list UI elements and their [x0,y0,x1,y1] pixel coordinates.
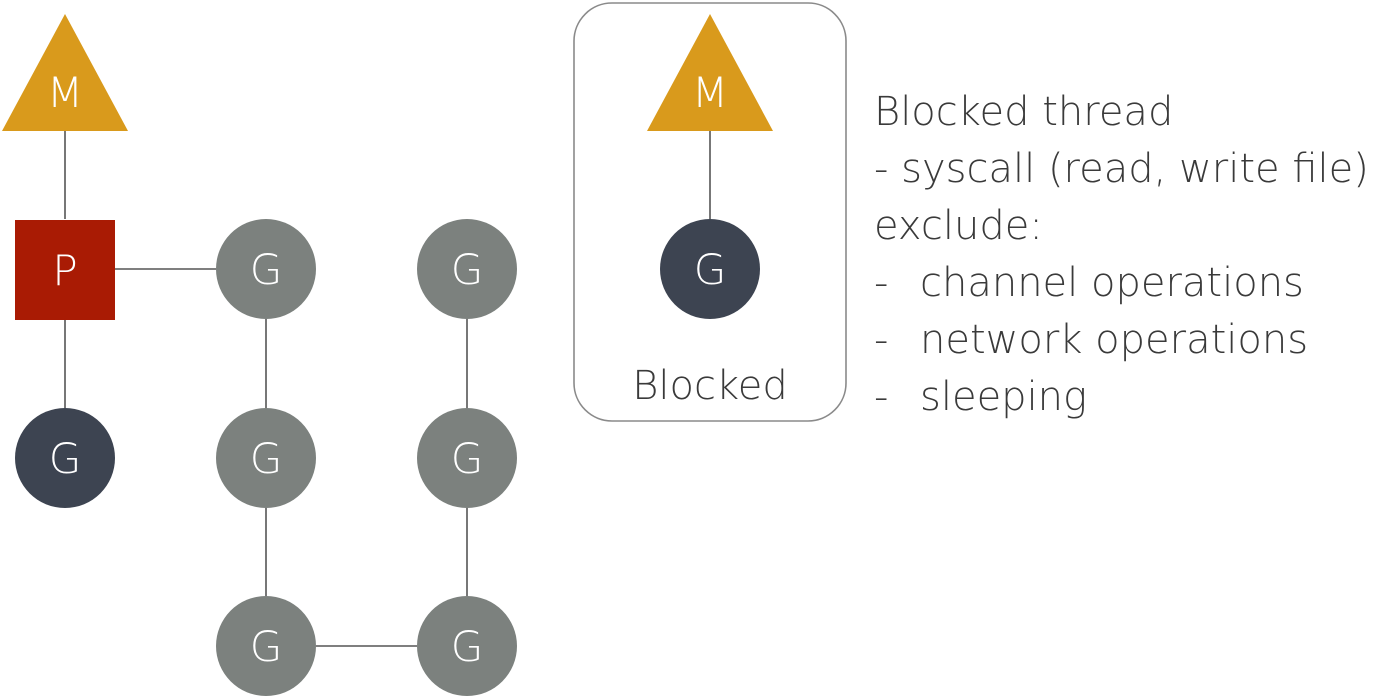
queued-goroutine: G [417,219,517,319]
bullet-dash: - [874,374,889,420]
blocked-goroutine-label: G [694,245,727,294]
queued-goroutine: G [417,408,517,508]
running-goroutine-label: G [49,434,82,483]
queued-goroutine-label: G [250,434,283,483]
queued-goroutine: G [216,219,316,319]
queued-goroutine-label: G [451,434,484,483]
queued-goroutine-circle [417,219,517,319]
notes-title: Blocked thread [874,89,1174,135]
running-goroutine: G [15,408,115,508]
run-queue: G G G G G G [216,219,517,696]
blocked-machine-triangle [647,14,773,131]
machine-node: M [2,14,128,131]
blocked-thread-notes: Blocked thread - syscall (read, write fi… [874,84,1369,426]
blocked-machine-node: M [647,14,773,131]
excluded-item: - network operations [874,312,1369,369]
processor-square [15,220,115,320]
queued-goroutine-circle [216,219,316,319]
processor-node: P [15,220,115,320]
queued-goroutine-label: G [250,245,283,294]
queued-goroutine: G [417,596,517,696]
blocked-box-border [573,2,847,422]
running-goroutine-circle [15,408,115,508]
queued-goroutine-circle [216,408,316,508]
notes-exclude-label: exclude: [874,203,1043,249]
connectors [64,131,711,647]
queued-goroutine: G [216,596,316,696]
excluded-item: - sleeping [874,369,1369,426]
notes-syscall-line: - syscall (read, write file) [874,146,1369,192]
blocked-machine-label: M [692,68,728,117]
queued-goroutine-circle [417,408,517,508]
excluded-item-text: channel operations [920,260,1304,306]
queued-goroutine-label: G [250,622,283,671]
queued-goroutine: G [216,408,316,508]
blocked-box: M G Blocked [573,2,847,422]
excluded-item-text: sleeping [920,374,1088,420]
blocked-caption: Blocked [632,363,788,409]
blocked-goroutine: G [660,219,760,319]
queued-goroutine-label: G [451,245,484,294]
machine-triangle [2,14,128,131]
blocked-goroutine-circle [660,219,760,319]
excluded-item-text: network operations [920,317,1309,363]
machine-label: M [47,68,83,117]
queued-goroutine-circle [417,596,517,696]
bullet-dash: - [874,260,889,306]
excluded-item: - channel operations [874,255,1369,312]
queued-goroutine-label: G [451,622,484,671]
processor-label: P [52,246,77,295]
queued-goroutine-circle [216,596,316,696]
bullet-dash: - [874,317,889,363]
